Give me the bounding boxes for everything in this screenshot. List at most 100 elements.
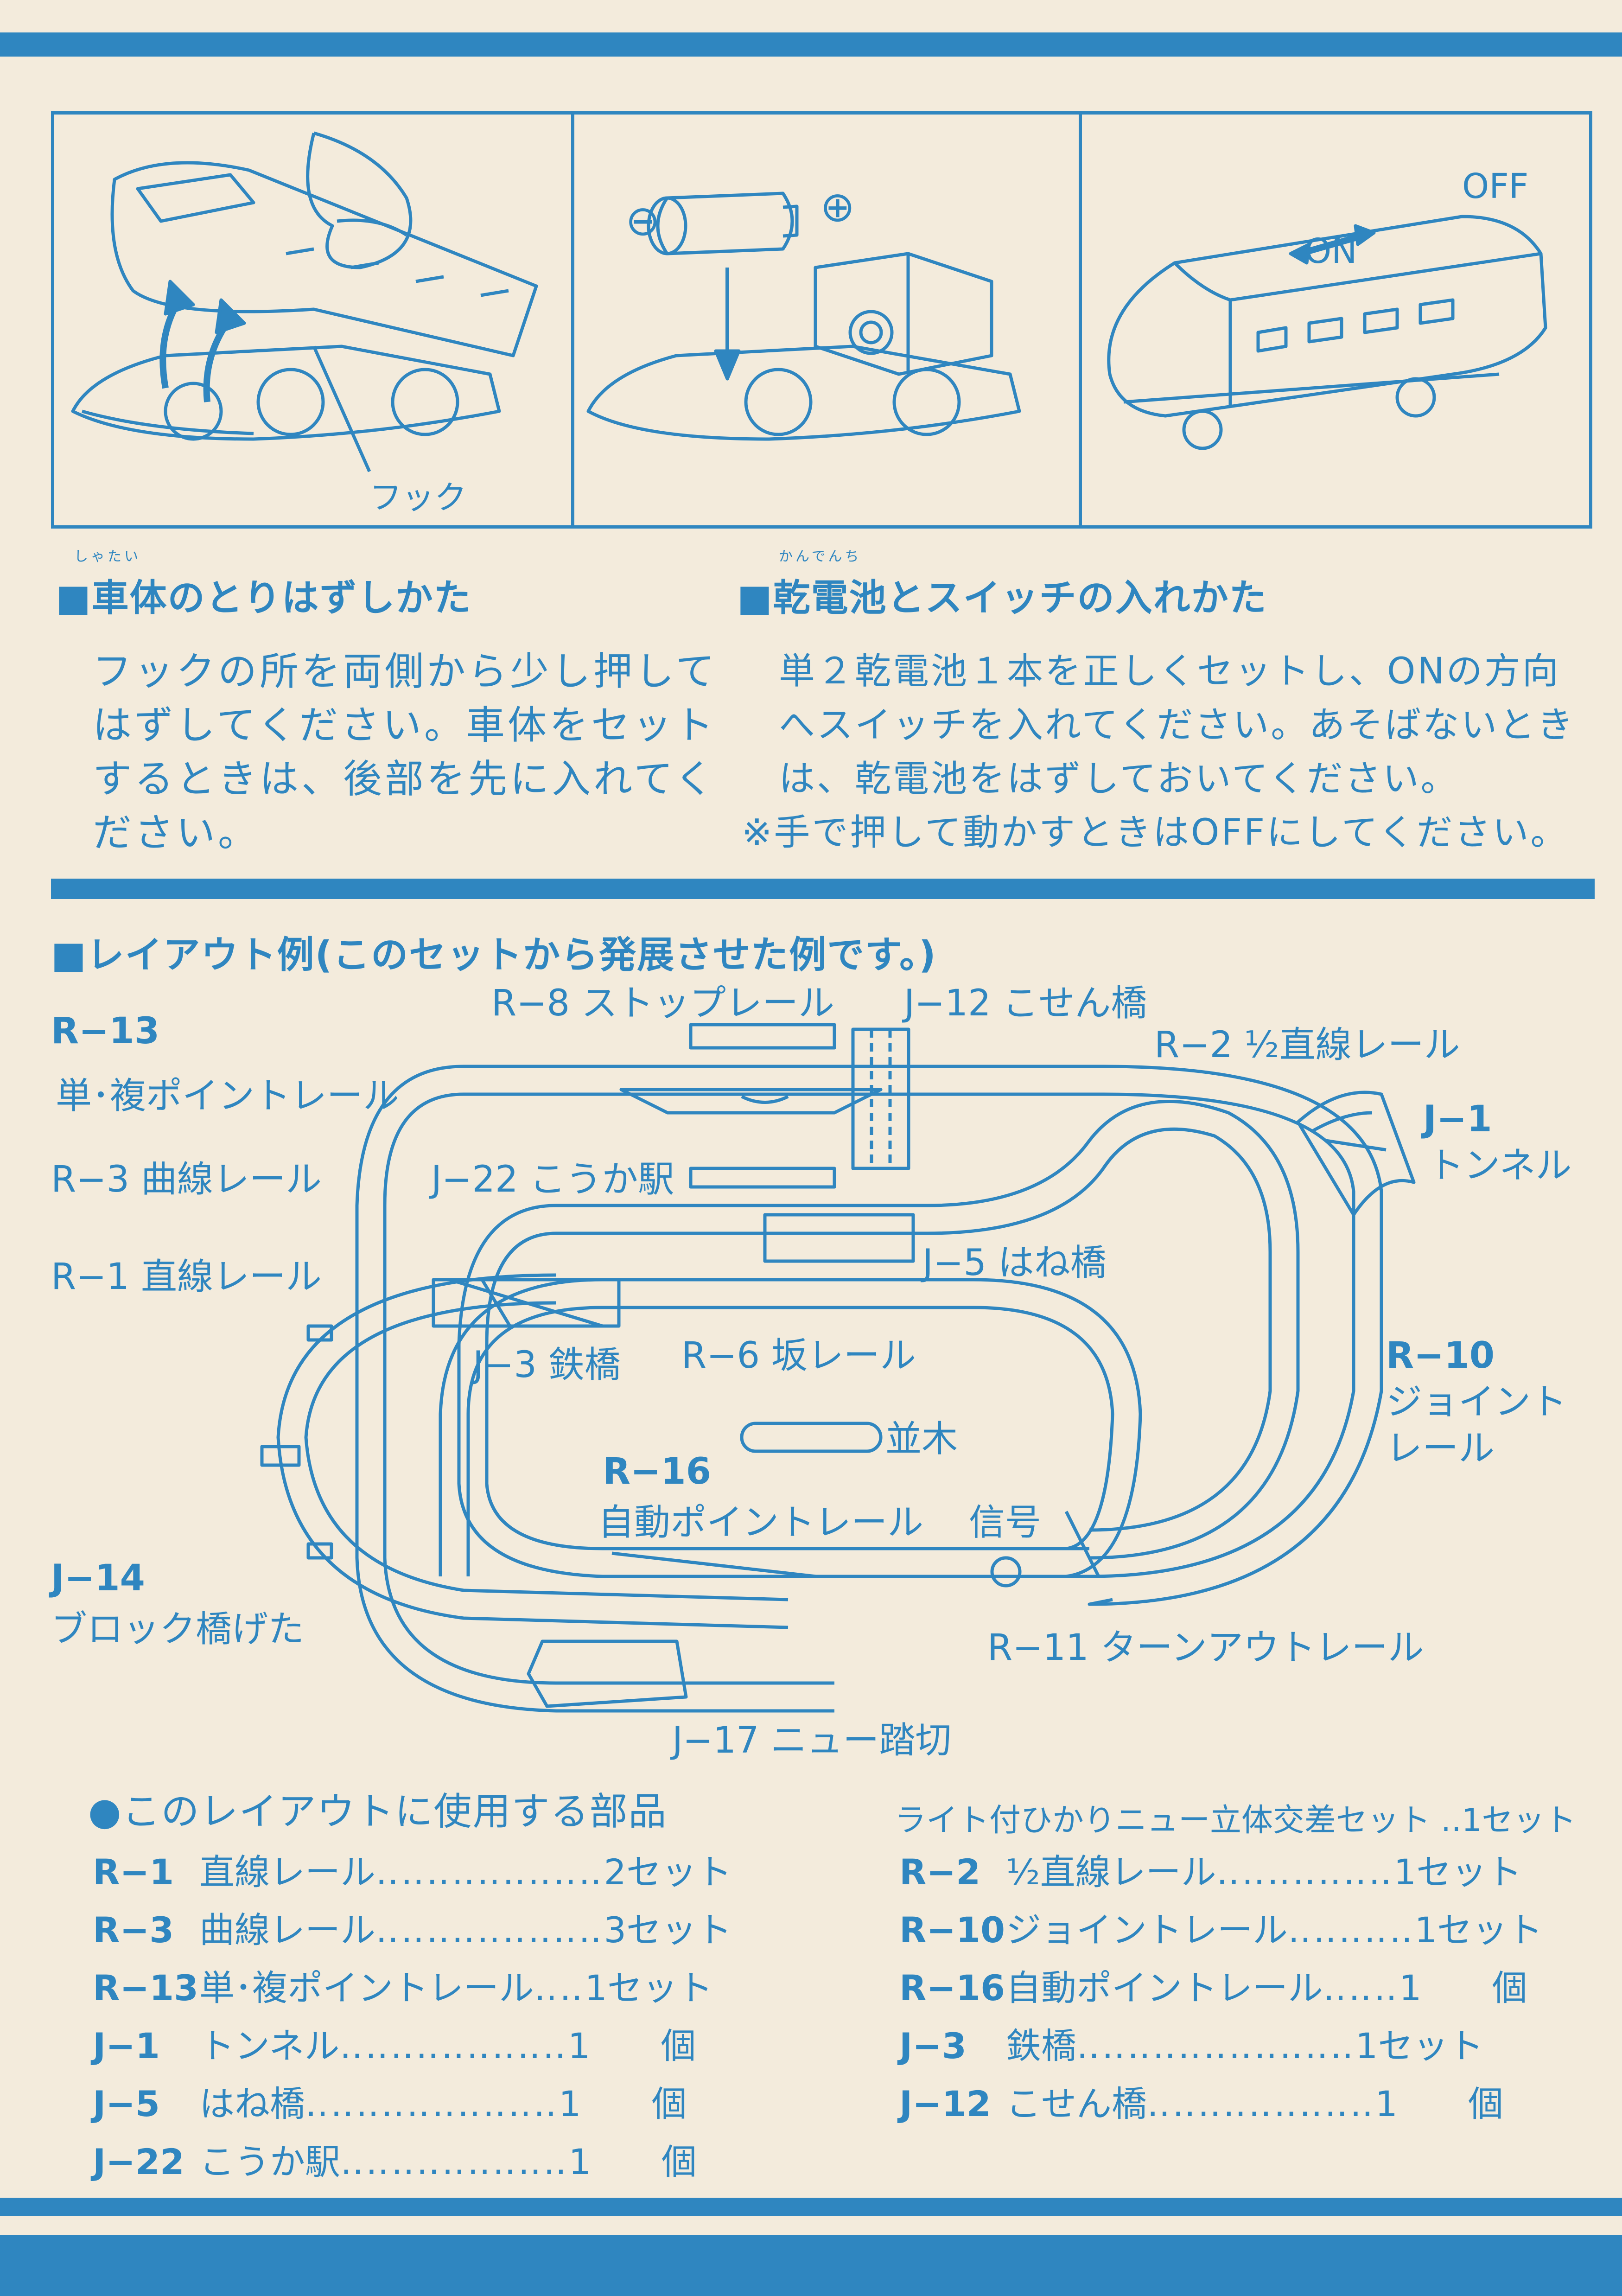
part-name: こうか駅 xyxy=(199,2141,340,2182)
part-qty: 1 個 xyxy=(1399,1967,1527,2009)
part-qty: 2セット xyxy=(604,1851,732,1893)
part-name: 曲線レール xyxy=(199,1909,375,1951)
part-name: ジョイントレール xyxy=(1006,1909,1288,1951)
panel-divider xyxy=(1079,115,1082,525)
bottom-band-thick xyxy=(0,2235,1622,2296)
label-r13-code: R−13 xyxy=(51,1010,159,1052)
battery-illustration: ⊖ ⊕ xyxy=(586,183,1021,441)
label-j1-code: J−1 xyxy=(1421,1098,1492,1140)
section2-note: ※手で押して動かすときはOFFにしてください。 xyxy=(742,812,1569,854)
list-item: R−16自動ポイントレール‥‥‥1 個 xyxy=(899,1959,1527,2017)
part-qty: 1セット xyxy=(1414,1909,1543,1951)
label-r2: R−2 ½直線レール xyxy=(1154,1024,1460,1066)
part-code: R−13 xyxy=(93,1967,198,2009)
part-code: J−12 xyxy=(899,2083,991,2124)
label-j5: J−5 はね橋 xyxy=(920,1242,1107,1284)
label-j22: J−22 こうか駅 xyxy=(429,1159,674,1200)
minus-sign: ⊖ xyxy=(625,197,660,245)
section2-title: ■乾電池とスイッチの入れかた xyxy=(737,576,1267,619)
part-qty: 1 個 xyxy=(559,2083,687,2124)
part-code: R−10 xyxy=(899,1909,1005,1951)
part-code: J−1 xyxy=(93,2025,160,2066)
part-qty: 1 個 xyxy=(568,2141,697,2182)
part-name: 直線レール xyxy=(199,1851,375,1893)
label-r3: R−3 曲線レール xyxy=(51,1159,322,1200)
list-item: R−10ジョイントレール‥‥‥‥‥1セット xyxy=(899,1901,1543,1959)
middle-rule xyxy=(51,879,1595,899)
part-code: R−3 xyxy=(93,1909,174,1951)
remove-body-illustration: フック xyxy=(71,131,538,517)
label-j14-name: ブロック橋げた xyxy=(51,1608,304,1650)
section2-line: 単２乾電池１本を正しくセットし、ONの方向 xyxy=(779,651,1560,692)
label-r16-name: 自動ポイントレール xyxy=(598,1502,923,1543)
section1-line: はずしてください。車体をセット xyxy=(93,702,716,748)
list-item: R−13単･複ポイントレール‥‥1セット xyxy=(93,1959,713,2017)
label-namiki: 並木 xyxy=(885,1418,958,1460)
parts-right-header: ライト付ひかりニュー立体交差セット ‥1セット xyxy=(895,1802,1577,1839)
part-name: 鉄橋 xyxy=(1006,2025,1076,2066)
part-qty: 1 個 xyxy=(1375,2083,1503,2124)
part-qty: 3セット xyxy=(604,1909,732,1951)
section1-line: するときは、後部を先に入れてく xyxy=(93,756,716,802)
label-r11: R−11 ターンアウトレール xyxy=(987,1627,1424,1669)
label-r6: R−6 坂レール xyxy=(681,1335,916,1377)
label-j1-name: トンネル xyxy=(1428,1145,1571,1186)
hook-label: フック xyxy=(369,478,467,517)
section1-title-ruby: しゃたい xyxy=(74,548,141,565)
panel-divider xyxy=(571,115,574,525)
label-signal: 信号 xyxy=(969,1502,1041,1543)
switch-illustration: ON OFF xyxy=(1107,166,1547,450)
label-r1: R−1 直線レール xyxy=(51,1256,322,1298)
part-name: こせん橋 xyxy=(1006,2083,1147,2124)
plus-sign: ⊕ xyxy=(820,183,855,231)
part-name: 自動ポイントレール xyxy=(1006,1967,1323,2009)
section1-line: フックの所を両側から少し押して xyxy=(93,649,718,694)
section1-title: ■車体のとりはずしかた xyxy=(56,576,472,619)
label-j3: J−3 鉄橋 xyxy=(471,1344,621,1386)
part-code: J−5 xyxy=(93,2083,160,2124)
part-name: はね橋 xyxy=(199,2083,305,2124)
part-name: 単･複ポイントレール xyxy=(199,1967,534,2009)
label-r10-name1: ジョイント xyxy=(1386,1381,1567,1423)
part-code: R−1 xyxy=(93,1851,174,1893)
label-j17: J−17 ニュー踏切 xyxy=(670,1720,951,1761)
section2-title-ruby: かんでんち xyxy=(779,548,862,565)
section2-line: は、乾電池をはずしておいてください。 xyxy=(779,758,1459,800)
part-qty: 1セット xyxy=(1393,1851,1522,1893)
label-r10-code: R−10 xyxy=(1386,1335,1495,1377)
label-r8: R−8 ストップレール xyxy=(491,982,834,1024)
part-code: R−2 xyxy=(899,1851,981,1893)
off-label: OFF xyxy=(1462,166,1528,206)
part-qty: 1セット xyxy=(585,1967,713,2009)
top-band xyxy=(0,32,1622,57)
part-qty: 1セット xyxy=(1355,2025,1484,2066)
parts-title: ●このレイアウトに使用する部品 xyxy=(88,1790,668,1834)
section1-line: ださい。 xyxy=(93,810,260,855)
label-r13-name: 単･複ポイントレール xyxy=(56,1075,399,1117)
part-name: ½直線レール xyxy=(1006,1851,1216,1893)
label-r10-name2: レール xyxy=(1386,1428,1495,1469)
section2-body: 単２乾電池１本を正しくセットし、ONの方向 へスイッチを入れてください。あそばな… xyxy=(742,644,1575,860)
part-code: R−16 xyxy=(899,1967,1005,2009)
label-j12: J−12 こせん橋 xyxy=(902,982,1147,1024)
label-j14-code: J−14 xyxy=(49,1557,145,1599)
part-qty: 1 個 xyxy=(568,2025,696,2066)
section1-body: フックの所を両側から少し押して はずしてください。車体をセット するときは、後部… xyxy=(93,644,717,860)
part-code: J−3 xyxy=(899,2025,967,2066)
section2-line: へスイッチを入れてください。あそばないとき xyxy=(779,704,1575,746)
layout-diagram: R−8 ストップレール J−12 こせん橋 R−13 単･複ポイントレール R−… xyxy=(49,982,1571,1761)
on-label: ON xyxy=(1304,231,1357,271)
bottom-band-thin xyxy=(0,2198,1622,2216)
label-r16-code: R−16 xyxy=(603,1451,711,1492)
part-name: トンネル xyxy=(199,2025,340,2066)
layout-title: ■レイアウト例(このセットから発展させた例です。) xyxy=(51,933,937,976)
part-code: J−22 xyxy=(93,2141,184,2182)
